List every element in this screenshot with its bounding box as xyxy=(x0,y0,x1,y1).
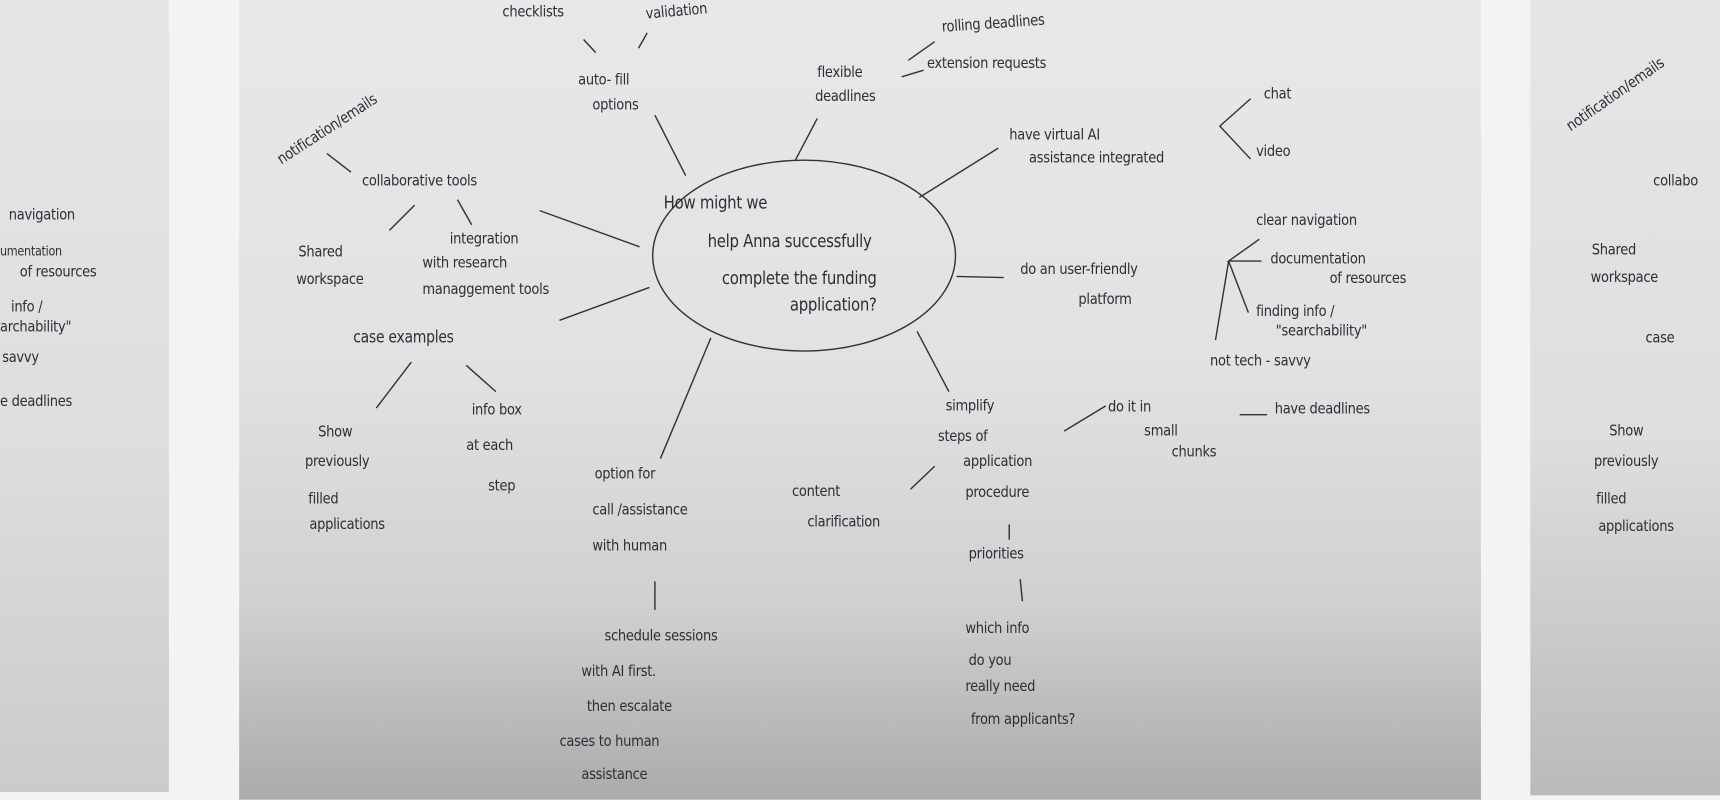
central-question: complete the funding xyxy=(721,267,877,289)
node-text: really need xyxy=(965,677,1036,696)
node-text: call /assistance xyxy=(592,501,688,519)
node-text: assistance xyxy=(581,765,648,784)
node-text: auto- fill xyxy=(578,71,630,89)
node-text: cases to human xyxy=(559,732,660,751)
node-text: then escalate xyxy=(586,697,672,716)
note-text: info / xyxy=(10,298,43,316)
node-text: with research xyxy=(422,254,508,273)
central-question: application? xyxy=(789,293,877,315)
node-text: application xyxy=(963,453,1033,471)
note-text: collabo xyxy=(1653,172,1698,190)
note-text: workspace xyxy=(1590,268,1659,287)
node-text: workspace xyxy=(296,270,364,289)
node-text: info box xyxy=(471,401,522,420)
node-text: applications xyxy=(309,515,385,534)
node-text: do it in xyxy=(1107,398,1151,416)
node-text: chunks xyxy=(1171,443,1217,461)
note-text: savvy xyxy=(2,348,39,367)
node-text: chat xyxy=(1263,85,1292,104)
previous-photo-slide[interactable]: navigation umentation of resources info … xyxy=(0,0,169,793)
note-text: applications xyxy=(1598,517,1674,536)
mindmap-photo xyxy=(239,0,1481,800)
center-ellipse xyxy=(652,159,957,352)
node-text: simplify xyxy=(945,397,995,415)
note-text: navigation xyxy=(8,206,75,224)
node-text: previously xyxy=(304,453,370,471)
note-text: Shared xyxy=(1591,241,1637,259)
node-text: from applicants? xyxy=(970,710,1076,729)
node-text: filled xyxy=(308,490,339,508)
node-text: video xyxy=(1256,142,1291,161)
note-text: archability" xyxy=(0,318,72,336)
node-text: which info xyxy=(965,619,1030,638)
node-text: at each xyxy=(466,436,514,455)
node-text: options xyxy=(592,96,639,115)
node-text: content xyxy=(792,482,841,501)
node-text: assistance integrated xyxy=(1028,149,1165,167)
node-text: schedule sessions xyxy=(604,627,718,646)
node-text: integration xyxy=(449,230,519,248)
note-text: e deadlines xyxy=(0,392,73,411)
node-text: finding info / xyxy=(1256,302,1335,321)
node-text: do an user-friendly xyxy=(1020,261,1138,279)
node-text: Show xyxy=(318,423,353,441)
note-text: Show xyxy=(1609,422,1644,440)
note-text: filled xyxy=(1596,490,1627,508)
node-text: with human xyxy=(592,537,667,556)
node-text: managgement tools xyxy=(422,280,549,299)
node-text: with AI first. xyxy=(581,662,656,681)
node-text: do you xyxy=(968,651,1012,670)
node-text: Shared xyxy=(298,243,343,262)
node-text: not tech - savvy xyxy=(1209,352,1311,370)
note-text: case xyxy=(1645,329,1675,347)
node-text: small xyxy=(1144,422,1178,440)
node-text: checklists xyxy=(502,3,564,21)
note-text: of resources xyxy=(19,263,97,281)
node-text: extension requests xyxy=(926,54,1047,73)
node-text: of resources xyxy=(1329,269,1407,288)
node-text: step xyxy=(488,477,516,495)
node-text: procedure xyxy=(965,483,1030,502)
node-text: steps of xyxy=(937,427,988,446)
note-text: previously xyxy=(1593,453,1659,471)
node-text: priorities xyxy=(968,545,1024,563)
node-text: "searchability" xyxy=(1275,322,1368,341)
note-text: umentation xyxy=(0,243,62,259)
node-text: clarification xyxy=(807,513,880,531)
node-text: case examples xyxy=(353,326,454,347)
node-text: deadlines xyxy=(815,87,876,106)
next-photo-slide[interactable]: notification/emails collabo Shared works… xyxy=(1530,0,1720,796)
node-text: documentation xyxy=(1270,250,1366,268)
central-question: How might we xyxy=(663,191,768,213)
node-text: clear navigation xyxy=(1256,211,1357,230)
node-text: collaborative tools xyxy=(362,172,477,190)
node-text: flexible xyxy=(817,63,863,82)
central-question: help Anna successfully xyxy=(707,230,872,252)
node-text: have virtual AI xyxy=(1009,126,1100,144)
node-text: have deadlines xyxy=(1274,400,1371,418)
node-text: platform xyxy=(1078,290,1132,309)
node-text: option for xyxy=(594,465,656,483)
